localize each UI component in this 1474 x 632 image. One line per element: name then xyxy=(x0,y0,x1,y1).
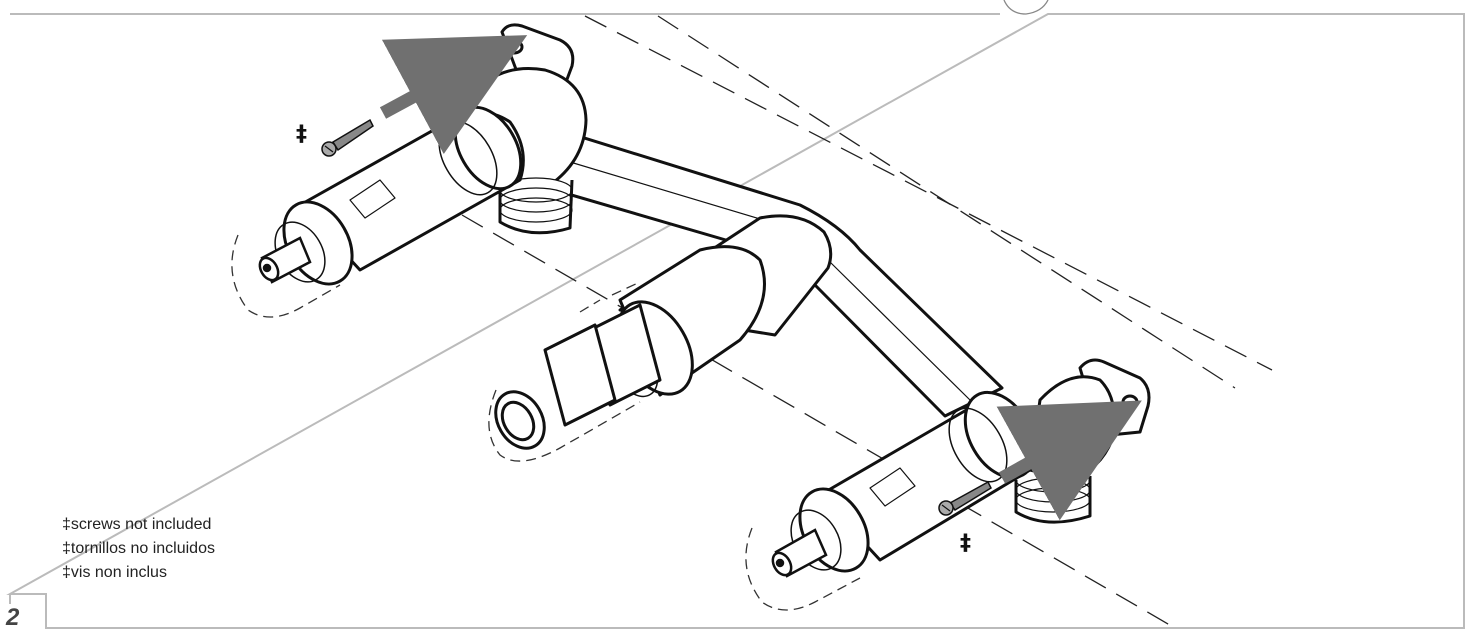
direction-arrow-icon xyxy=(379,35,528,155)
step-number: 2 xyxy=(6,604,20,631)
center-spout-outline-top xyxy=(579,281,641,313)
right-stem-outline xyxy=(745,527,861,611)
direction-arrow-icon xyxy=(996,400,1142,521)
note-french: ‡vis non inclus xyxy=(62,564,167,581)
right-stem xyxy=(771,528,828,578)
note-spanish: ‡tornillos no incluidos xyxy=(62,540,215,557)
left-stem-outline xyxy=(231,234,341,318)
screw-icon xyxy=(321,118,374,157)
screw-callout-left: ‡ xyxy=(296,122,307,147)
screw-callout-right: ‡ xyxy=(960,531,971,556)
note-english: ‡screws not included xyxy=(62,516,212,533)
center-spout-outline xyxy=(488,389,641,462)
frame-corner-notch xyxy=(9,594,47,628)
screw-notes: ‡screws not included ‡tornillos no inclu… xyxy=(62,513,215,585)
screw-icon xyxy=(938,480,992,516)
wall-guides xyxy=(461,15,1273,629)
partial-component-top xyxy=(1003,0,1049,15)
center-spout-tee xyxy=(494,214,833,450)
left-stem xyxy=(258,236,312,284)
